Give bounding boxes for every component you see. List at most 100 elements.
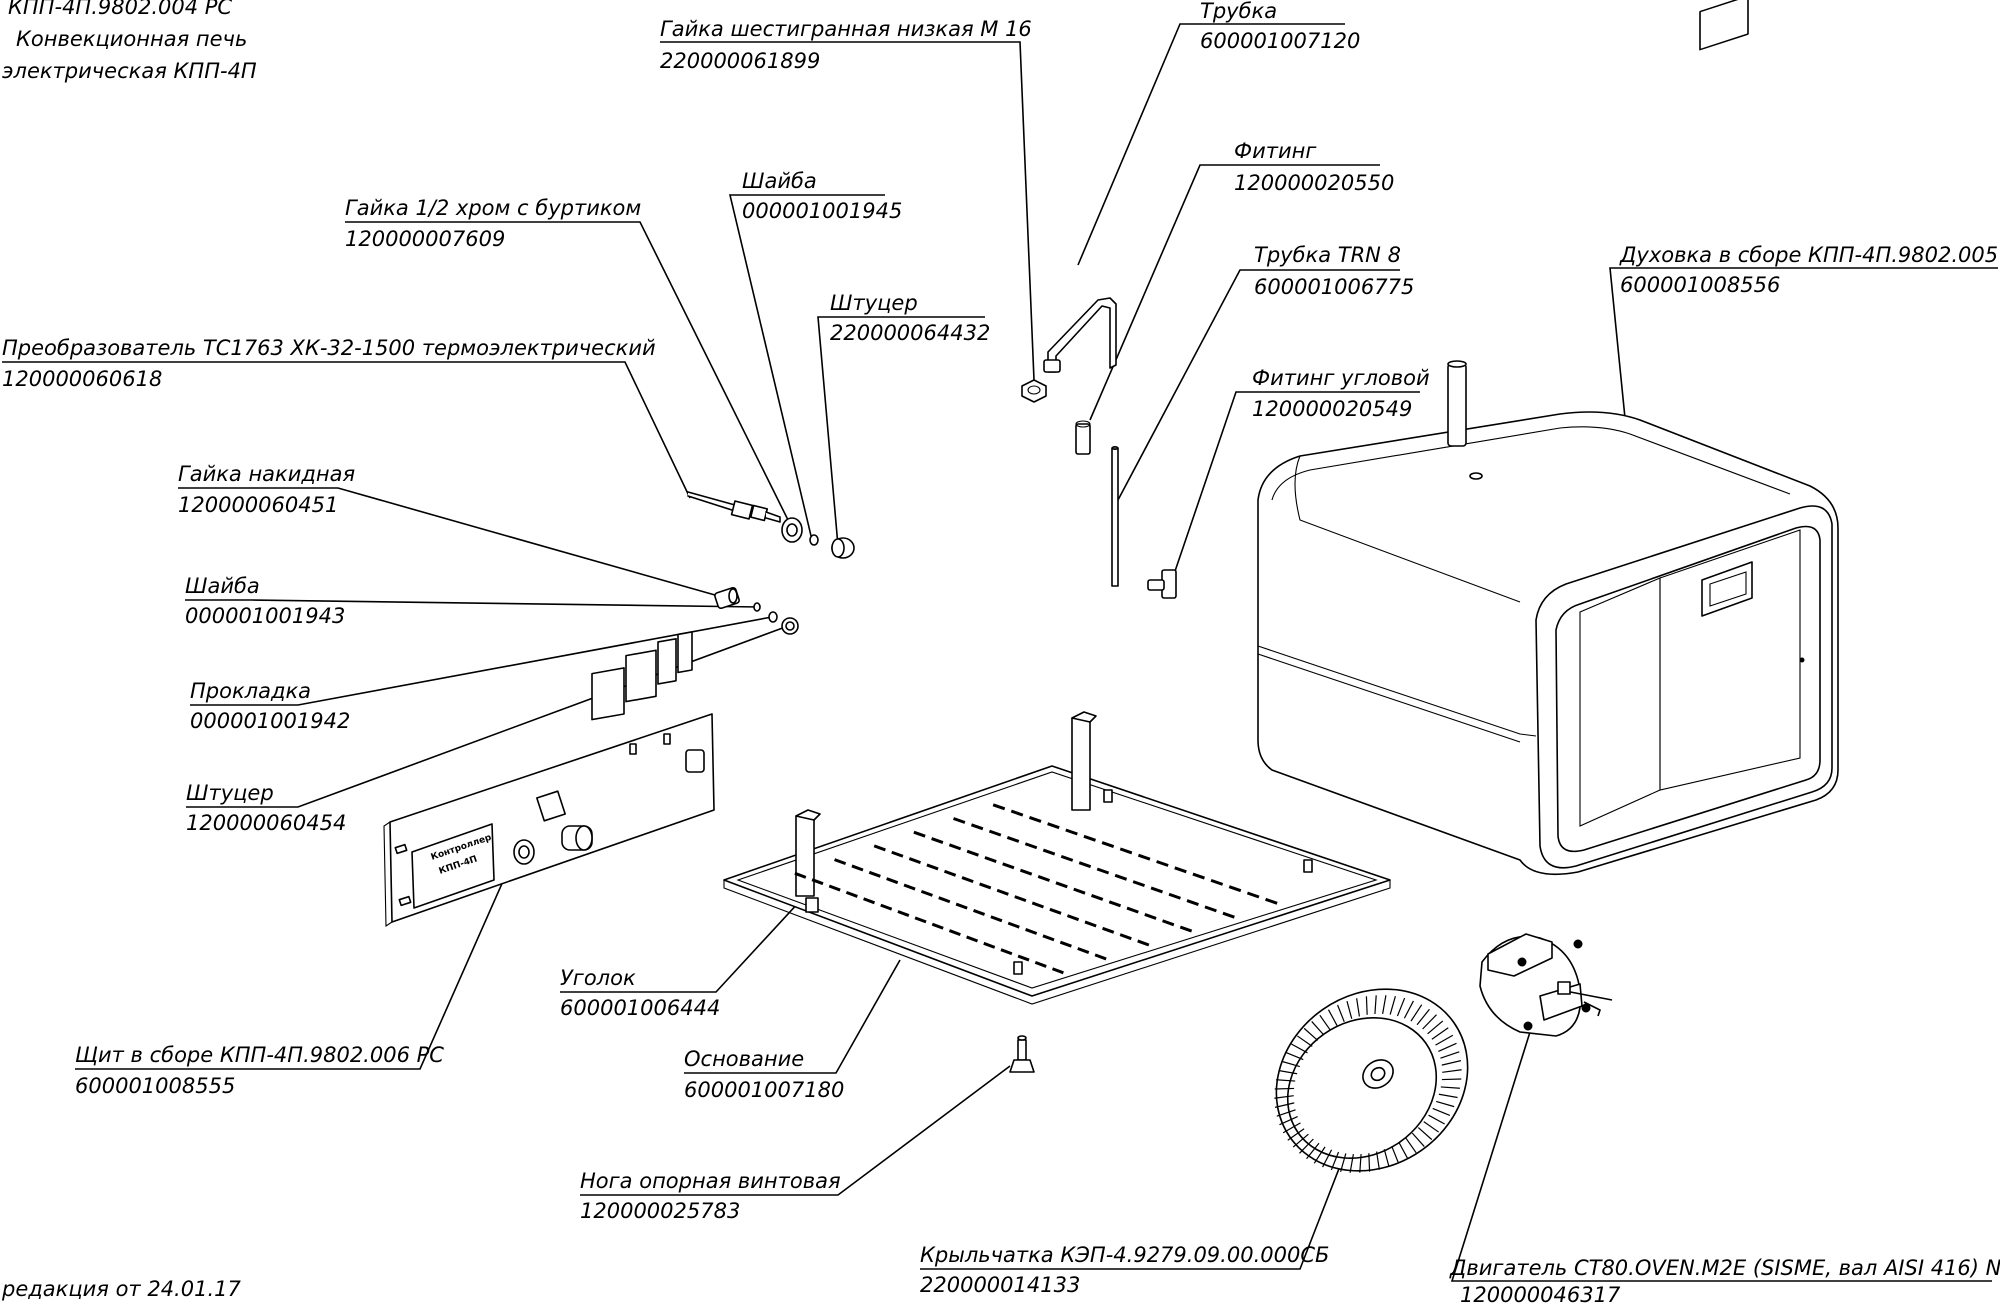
document-header: КПП-4П.9802.004 РС Конвекционная печь эл… bbox=[2, 0, 257, 83]
impeller-blade bbox=[1346, 1001, 1353, 1019]
part-code: 600001008556 bbox=[1620, 273, 1780, 297]
vent-slot bbox=[1246, 891, 1260, 899]
part-code: 000001001945 bbox=[742, 199, 902, 223]
part-code: 600001007180 bbox=[684, 1078, 844, 1102]
control-panel-part: Контроллер КПП-4П bbox=[383, 631, 715, 928]
gasket-part bbox=[768, 611, 778, 623]
vent-slot bbox=[1156, 860, 1169, 867]
part-code: 120000046317 bbox=[1460, 1283, 1621, 1304]
vent-slot bbox=[1119, 933, 1132, 941]
part-name: Штуцер bbox=[186, 781, 274, 805]
part-name: Нога опорная винтовая bbox=[580, 1169, 841, 1193]
leader-line bbox=[684, 959, 901, 1074]
vent-slot bbox=[1019, 868, 1033, 876]
leader-line bbox=[178, 487, 723, 598]
leader-line bbox=[1089, 164, 1380, 421]
impeller-blade bbox=[1279, 1115, 1298, 1126]
cap-nut-part bbox=[714, 586, 740, 610]
vent-slot bbox=[1047, 822, 1060, 830]
part-code: 000001001942 bbox=[190, 709, 350, 733]
impeller-blade bbox=[1411, 1132, 1425, 1147]
part-code: 220000014133 bbox=[920, 1273, 1080, 1297]
part-name: Прокладка bbox=[190, 679, 311, 703]
impeller-blade bbox=[1292, 1133, 1309, 1148]
impeller-part bbox=[1274, 988, 1469, 1173]
vent-slot bbox=[1083, 834, 1096, 842]
vent-slot bbox=[1222, 911, 1235, 919]
leader-line bbox=[920, 1129, 1355, 1270]
part-name: Трубка bbox=[1200, 0, 1277, 23]
vent-slot bbox=[851, 864, 864, 872]
label-trubka: Трубка 600001007120 bbox=[1077, 0, 1360, 266]
part-name: Фитинг угловой bbox=[1252, 366, 1430, 390]
impeller-blade bbox=[1374, 995, 1377, 1015]
impeller-blade bbox=[1359, 1153, 1362, 1173]
vent-slot bbox=[1007, 921, 1020, 929]
vent-slot bbox=[1119, 847, 1133, 855]
leader-line bbox=[660, 41, 1035, 381]
impeller-blade bbox=[1440, 1051, 1460, 1059]
impeller-blade bbox=[1417, 1127, 1433, 1141]
impeller-blade bbox=[1405, 1137, 1417, 1154]
angle-fitting-part bbox=[1147, 569, 1177, 599]
impeller-blade bbox=[1274, 1102, 1295, 1108]
part-name: Гайка 1/2 хром с буртиком bbox=[345, 196, 641, 220]
part-name: Основание bbox=[684, 1047, 804, 1071]
vent-slot bbox=[970, 823, 984, 831]
impeller-blade bbox=[1340, 1153, 1347, 1172]
impeller-blade bbox=[1278, 1069, 1298, 1075]
vent-slot bbox=[983, 941, 996, 949]
vent-slot bbox=[863, 897, 876, 905]
vent-slot bbox=[1102, 926, 1115, 934]
part-name: Фитинг bbox=[1234, 139, 1317, 163]
label-fiting: Фитинг 120000020550 bbox=[1089, 139, 1394, 421]
vent-slot bbox=[938, 896, 951, 904]
vent-slot bbox=[1051, 967, 1064, 975]
impeller-blade bbox=[1276, 1079, 1296, 1082]
vent-slot bbox=[914, 916, 927, 924]
label-gaika-m16: Гайка шестигранная низкая М 16 220000061… bbox=[660, 17, 1035, 381]
vent-slot bbox=[1042, 848, 1056, 856]
vent-slot bbox=[1179, 925, 1193, 933]
part-name: Уголок bbox=[560, 966, 636, 990]
header-line-1: КПП-4П.9802.004 РС bbox=[8, 0, 232, 19]
impeller-blade bbox=[1441, 1060, 1462, 1066]
vent-slot bbox=[931, 837, 944, 844]
vent-slot bbox=[961, 876, 974, 884]
vent-slot bbox=[984, 856, 997, 863]
part-code: 120000060454 bbox=[186, 811, 346, 835]
part-code: 600001006444 bbox=[560, 996, 720, 1020]
vent-slot bbox=[1132, 880, 1146, 888]
part-name: Трубка TRN 8 bbox=[1254, 243, 1401, 267]
vent-slot bbox=[1059, 940, 1072, 948]
impeller-blade bbox=[1389, 996, 1396, 1015]
fitting-432-part bbox=[831, 537, 855, 559]
vent-slot bbox=[1034, 960, 1047, 968]
vent-slot bbox=[972, 909, 986, 916]
leader-line bbox=[728, 194, 885, 541]
label-shtutser-454: Штуцер 120000060454 bbox=[186, 625, 789, 835]
impeller-blade bbox=[1274, 1087, 1295, 1090]
impeller-blade bbox=[1391, 1145, 1399, 1164]
impeller-blade bbox=[1319, 1014, 1331, 1031]
leader-line bbox=[345, 221, 793, 529]
washer-945-part bbox=[809, 534, 819, 546]
vent-slot bbox=[1090, 894, 1104, 901]
impeller-blade bbox=[1313, 1146, 1326, 1164]
label-fiting-uglovoy: Фитинг угловой 120000020549 bbox=[1171, 366, 1430, 581]
vent-slot bbox=[1096, 867, 1110, 875]
impeller-blade bbox=[1432, 1107, 1451, 1117]
impeller-blade bbox=[1438, 1093, 1458, 1099]
vent-slot bbox=[908, 857, 922, 865]
impeller-blade bbox=[1282, 1122, 1301, 1134]
vent-slot bbox=[1028, 815, 1042, 823]
vent-slot bbox=[1077, 947, 1090, 954]
vent-slot bbox=[828, 884, 841, 892]
vent-slot bbox=[979, 882, 992, 890]
impeller-blade bbox=[1403, 1000, 1414, 1019]
label-shchit: Щит в сборе КПП-4П.9802.006 РС 600001008… bbox=[75, 869, 509, 1098]
label-gaika-half: Гайка 1/2 хром с буртиком 120000007609 bbox=[345, 196, 793, 529]
part-name: Щит в сборе КПП-4П.9802.006 РС bbox=[75, 1043, 444, 1067]
vent-slot bbox=[1010, 809, 1024, 817]
label-osnovanie: Основание 600001007180 bbox=[684, 959, 901, 1102]
